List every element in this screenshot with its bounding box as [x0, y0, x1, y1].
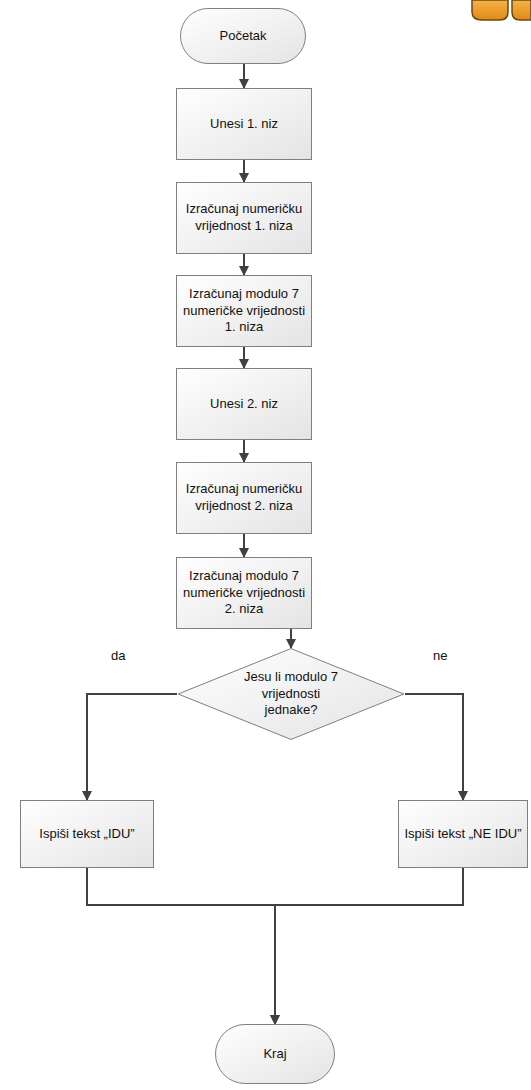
flow-connector [243, 347, 245, 368]
process-box: Izračunaj numeričku vrijednost 1. niza [176, 182, 312, 254]
node-text: Izračunaj numeričku vrijednost 2. niza [180, 481, 308, 515]
output-box: Ispiši tekst „IDU” [20, 800, 154, 868]
flow-connector [87, 868, 275, 1024]
process-box: Izračunaj modulo 7 numeričke vrijednosti… [176, 557, 312, 629]
flow-connector [243, 64, 245, 88]
process-box: Unesi 2. niz [176, 368, 312, 440]
node-text: Izračunaj modulo 7 numeričke vrijednosti… [180, 568, 308, 619]
corner-icon [512, 0, 531, 20]
flow-connector [275, 868, 463, 1024]
decision-diamond: Jesu li modulo 7 vrijednosti jednake? [177, 648, 405, 740]
flow-connector [243, 160, 245, 182]
node-text: Kraj [263, 1046, 286, 1063]
flow-connector [87, 694, 177, 800]
edge-label: da [108, 648, 128, 664]
flow-connector [405, 694, 463, 800]
flow-connector [243, 440, 245, 462]
node-text: Unesi 2. niz [210, 396, 278, 413]
start-terminator: Početak [180, 8, 306, 64]
flow-connector [243, 534, 245, 557]
flow-connector [243, 254, 245, 275]
edge-label: ne [430, 648, 450, 664]
node-text: Izračunaj numeričku vrijednost 1. niza [180, 201, 308, 235]
node-text: Izračunaj modulo 7 numeričke vrijednosti… [180, 286, 308, 337]
node-text: Ispiši tekst „IDU” [39, 826, 134, 843]
node-text: Jesu li modulo 7 vrijednosti jednake? [235, 669, 347, 720]
flow-connector [290, 629, 292, 648]
node-text: Ispiši tekst „NE IDU” [404, 826, 521, 843]
node-text: Početak [220, 28, 267, 45]
end-terminator: Kraj [215, 1024, 335, 1084]
process-box: Izračunaj modulo 7 numeričke vrijednosti… [176, 275, 312, 347]
output-box: Ispiši tekst „NE IDU” [398, 800, 528, 868]
node-text: Unesi 1. niz [210, 116, 278, 133]
corner-icon [472, 0, 508, 20]
diamond-shape [178, 649, 404, 740]
process-box: Unesi 1. niz [176, 88, 312, 160]
process-box: Izračunaj numeričku vrijednost 2. niza [176, 462, 312, 534]
